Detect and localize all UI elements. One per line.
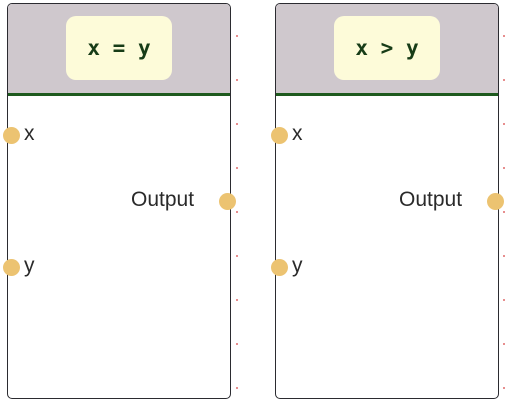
input-port-x[interactable] (271, 127, 288, 144)
output-label: Output (399, 188, 463, 211)
guide-dot (236, 123, 238, 125)
guide-dot (236, 387, 238, 389)
node-title: x = y (66, 16, 172, 80)
guide-dot (503, 211, 505, 213)
input-label-x: x (24, 122, 35, 145)
output-label: Output (131, 188, 195, 211)
connection-guide-dots (236, 0, 240, 407)
guide-dot (503, 123, 505, 125)
node-header[interactable]: x > y (276, 4, 498, 96)
guide-dot (503, 387, 505, 389)
guide-dot (236, 167, 238, 169)
input-port-y[interactable] (3, 259, 20, 276)
node-title: x > y (334, 16, 440, 80)
output-port[interactable] (219, 193, 236, 210)
input-label-x: x (292, 122, 303, 145)
input-port-x[interactable] (3, 127, 20, 144)
guide-dot (503, 299, 505, 301)
guide-dot (236, 343, 238, 345)
input-label-y: y (292, 254, 303, 277)
input-port-y[interactable] (271, 259, 288, 276)
guide-dot (236, 255, 238, 257)
guide-dot (503, 343, 505, 345)
node-greater-than[interactable]: x > y (275, 3, 499, 399)
guide-dot (236, 35, 238, 37)
node-header[interactable]: x = y (8, 4, 230, 96)
connection-guide-dots (503, 0, 507, 407)
node-equals[interactable]: x = y (7, 3, 231, 399)
guide-dot (236, 211, 238, 213)
guide-dot (503, 35, 505, 37)
guide-dot (236, 79, 238, 81)
output-port[interactable] (487, 193, 504, 210)
guide-dot (503, 79, 505, 81)
guide-dot (503, 167, 505, 169)
input-label-y: y (24, 254, 35, 277)
guide-dot (236, 299, 238, 301)
guide-dot (503, 255, 505, 257)
